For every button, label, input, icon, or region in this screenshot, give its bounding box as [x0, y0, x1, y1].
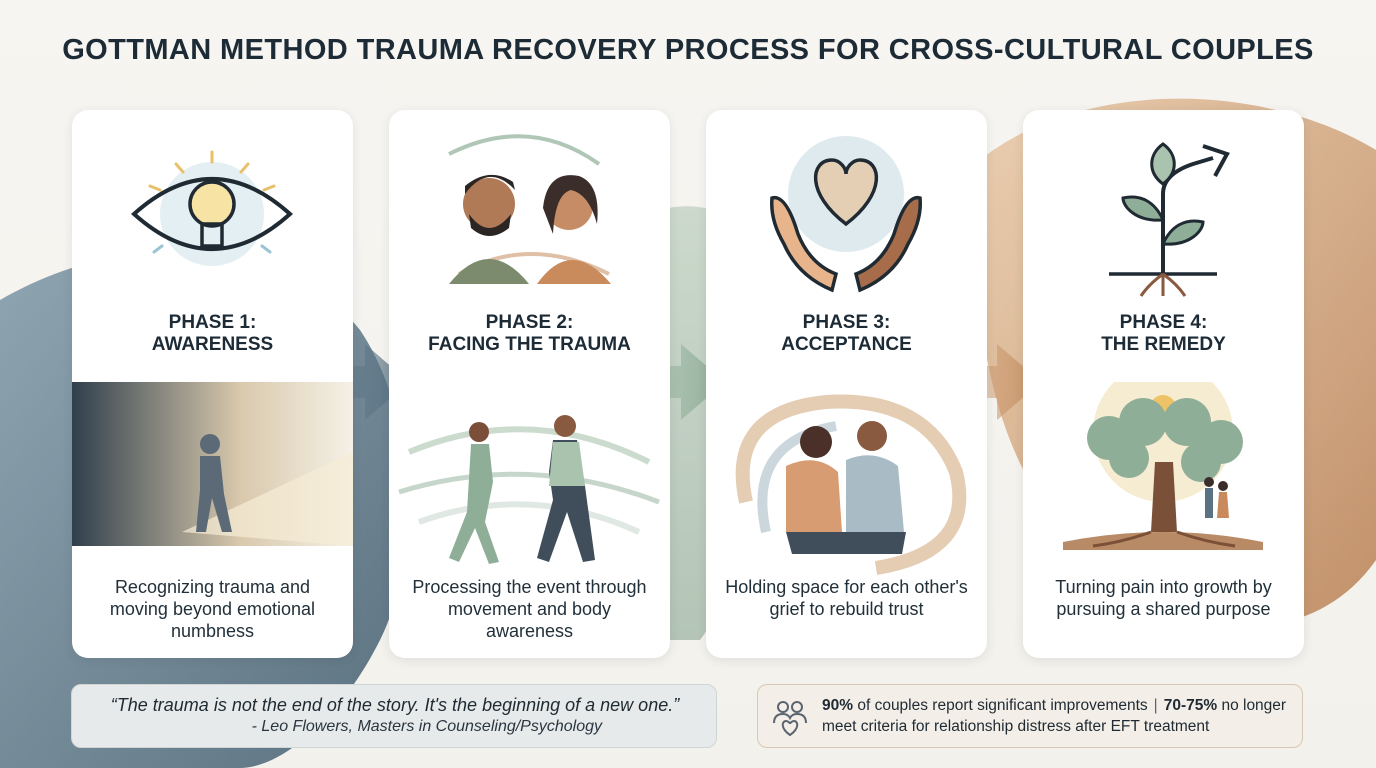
flow-arrow-1 — [305, 344, 409, 420]
phase-description: Processing the event through movement an… — [412, 577, 647, 641]
stat-text: 90% of couples report significant improv… — [822, 697, 1287, 735]
couple-faces-icon — [448, 134, 611, 284]
couple-under-tree-image — [1063, 382, 1263, 550]
phase-title: PHASE 4: THE REMEDY — [1101, 312, 1226, 355]
quote-box: “The trauma is not the end of the story.… — [71, 684, 717, 748]
phase-title: PHASE 1: AWARENESS — [151, 312, 274, 355]
quote-text: “The trauma is not the end of the story.… — [110, 695, 680, 715]
page-title: GOTTMAN METHOD TRAUMA RECOVERY PROCESS F… — [62, 34, 1314, 66]
couple-embracing-image — [735, 394, 967, 575]
phase-card-1: PHASE 1: AWARENESS Recognizing trauma an… — [72, 110, 353, 658]
phase-title: PHASE 2: FACING THE TRAUMA — [428, 312, 631, 355]
couple-heart-icon — [773, 701, 807, 737]
growing-plant-arrow-icon — [1109, 142, 1230, 297]
phase-description: Holding space for each other's grief to … — [725, 577, 968, 619]
phase-description: Recognizing trauma and moving beyond emo… — [109, 577, 316, 641]
phase-title: PHASE 3: ACCEPTANCE — [781, 312, 912, 355]
couple-dancing-image — [398, 415, 660, 564]
flow-arrow-3 — [937, 344, 1041, 420]
walking-figure-into-light-image — [72, 382, 353, 576]
phase-card-4: PHASE 4: THE REMEDY Turning pain into gr… — [1023, 110, 1304, 658]
phase-card-2: PHASE 2: FACING THE TRAUMA Processing th… — [389, 110, 670, 658]
eye-lightbulb-icon — [131, 150, 293, 266]
flow-arrow-2 — [621, 344, 725, 420]
quote-author: - Leo Flowers, Masters in Counseling/Psy… — [251, 718, 602, 735]
phase-description: Turning pain into growth by pursuing a s… — [1055, 577, 1272, 619]
phase-card-3: PHASE 3: ACCEPTANCE Holding space for ea… — [706, 110, 987, 658]
heart-in-hands-icon — [770, 136, 922, 293]
stat-box: 90% of couples report significant improv… — [757, 684, 1303, 748]
